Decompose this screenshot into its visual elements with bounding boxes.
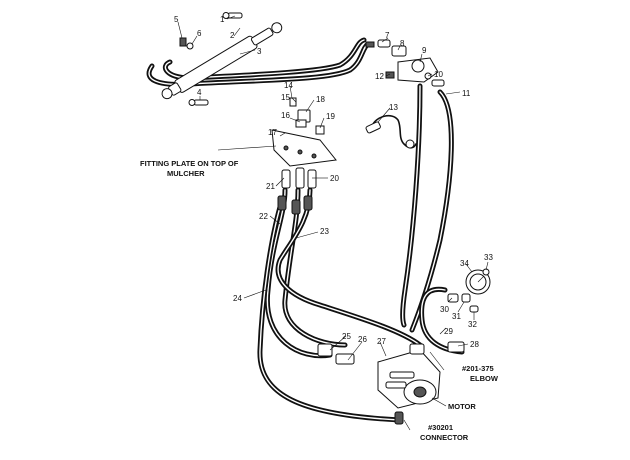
callout-33: 33 [484, 253, 493, 262]
callout-31: 31 [452, 312, 461, 321]
fitting-part-6 [186, 42, 194, 50]
fitting-plate-label-line1: FITTING PLATE ON TOP OF [140, 159, 239, 168]
sensor-part-13 [365, 121, 415, 149]
pressure-gauge-icon [447, 268, 491, 313]
callout-22: 22 [259, 212, 268, 221]
annotation-labels: FITTING PLATE ON TOP OF MULCHER #201-375… [140, 159, 499, 442]
callout-1: 1 [220, 15, 225, 24]
fitting-plate-icon [271, 97, 337, 215]
callout-14: 14 [284, 81, 293, 90]
callout-5: 5 [174, 15, 179, 24]
callout-2: 2 [230, 31, 235, 40]
pin-part-4 [193, 99, 209, 106]
callout-19: 19 [326, 112, 335, 121]
connector-label-line2: CONNECTOR [420, 433, 469, 442]
callout-21: 21 [266, 182, 275, 191]
callout-24: 24 [233, 294, 242, 303]
fitting-part-5 [179, 37, 187, 47]
callout-10: 10 [434, 70, 443, 79]
callout-9: 9 [422, 46, 427, 55]
callout-34: 34 [460, 259, 469, 268]
callout-27: 27 [377, 337, 386, 346]
callout-18: 18 [316, 95, 325, 104]
callout-28: 28 [470, 340, 479, 349]
motor-icon [317, 341, 465, 425]
callout-3: 3 [257, 47, 262, 56]
callout-11: 11 [462, 89, 471, 98]
callout-26: 26 [358, 335, 367, 344]
callout-20: 20 [330, 174, 339, 183]
leader-lines [177, 15, 489, 431]
elbow-label-line2: ELBOW [470, 374, 499, 383]
callout-numbers: 1 2 3 4 5 6 7 8 9 10 11 12 13 14 15 16 1… [174, 15, 493, 349]
callout-30: 30 [440, 305, 449, 314]
pin-part-1 [227, 12, 243, 19]
callout-16: 16 [281, 111, 290, 120]
fitting-plate-label-line2: MULCHER [167, 169, 205, 178]
hose-group [146, 37, 465, 423]
cylinder-assembly [161, 12, 283, 106]
callout-23: 23 [320, 227, 329, 236]
elbow-label-line1: #201-375 [462, 364, 494, 373]
cylinder-icon [161, 22, 283, 100]
callout-12: 12 [375, 72, 384, 81]
callout-17: 17 [268, 128, 277, 137]
callout-6: 6 [197, 29, 202, 38]
callout-15: 15 [281, 93, 290, 102]
callout-32: 32 [468, 320, 477, 329]
motor-label: MOTOR [448, 402, 476, 411]
callout-8: 8 [400, 39, 405, 48]
callout-13: 13 [389, 103, 398, 112]
connector-label-line1: #30201 [428, 423, 453, 432]
callout-7: 7 [385, 31, 390, 40]
callout-25: 25 [342, 332, 351, 341]
callout-4: 4 [197, 88, 202, 97]
callout-29: 29 [444, 327, 453, 336]
